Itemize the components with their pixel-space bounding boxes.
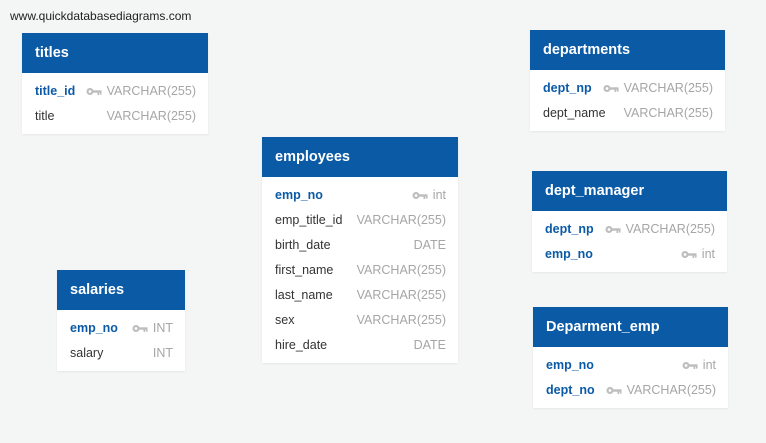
field-row[interactable]: birth_date DATE xyxy=(262,233,458,258)
field-row[interactable]: last_name VARCHAR(255) xyxy=(262,283,458,308)
table-departments[interactable]: departments dept_np VARCHAR(255) dept_na… xyxy=(530,30,725,131)
table-dept-manager[interactable]: dept_manager dept_np VARCHAR(255) emp_no… xyxy=(532,171,727,272)
field-name: salary xyxy=(70,346,104,360)
field-type: int xyxy=(682,353,716,378)
field-type: VARCHAR(255) xyxy=(86,79,196,104)
table-salaries[interactable]: salaries emp_no INT salary INT xyxy=(57,270,185,371)
key-icon xyxy=(603,85,619,92)
field-row[interactable]: emp_no int xyxy=(262,183,458,208)
field-type: VARCHAR(255) xyxy=(605,217,715,242)
field-type: VARCHAR(255) xyxy=(606,378,716,403)
table-header[interactable]: titles xyxy=(22,33,208,73)
field-type-text: VARCHAR(255) xyxy=(623,106,713,120)
table-header[interactable]: departments xyxy=(530,30,725,70)
key-icon xyxy=(605,226,621,233)
table-header[interactable]: dept_manager xyxy=(532,171,727,211)
field-name: emp_no xyxy=(70,321,118,335)
field-type-text: int xyxy=(702,358,716,372)
field-name: emp_no xyxy=(275,188,323,202)
key-icon xyxy=(86,88,102,95)
field-name: emp_no xyxy=(546,358,594,372)
field-row[interactable]: hire_date DATE xyxy=(262,333,458,358)
field-row[interactable]: emp_no int xyxy=(532,242,727,267)
field-type: VARCHAR(255) xyxy=(603,76,713,101)
field-type: INT xyxy=(153,341,173,366)
field-type: DATE xyxy=(414,233,446,258)
field-type: VARCHAR(255) xyxy=(357,258,446,283)
field-name: emp_title_id xyxy=(275,213,343,227)
field-row[interactable]: emp_no int xyxy=(533,353,728,378)
field-type-text: VARCHAR(255) xyxy=(356,213,446,227)
field-row[interactable]: title VARCHAR(255) xyxy=(22,104,208,129)
key-icon xyxy=(132,325,148,332)
field-row[interactable]: dept_np VARCHAR(255) xyxy=(532,217,727,242)
field-name: sex xyxy=(275,313,295,327)
field-type-text: VARCHAR(255) xyxy=(623,81,713,95)
field-type: VARCHAR(255) xyxy=(357,308,446,333)
field-name: dept_np xyxy=(545,222,594,236)
field-type-text: VARCHAR(255) xyxy=(106,109,196,123)
table-employees[interactable]: employees emp_no int emp_title_id VARCHA… xyxy=(262,137,458,363)
field-name: title xyxy=(35,109,55,123)
field-type: VARCHAR(255) xyxy=(107,104,196,129)
field-type-text: int xyxy=(432,188,446,202)
field-name: first_name xyxy=(275,263,334,277)
table-header[interactable]: Deparment_emp xyxy=(533,307,728,347)
field-type-text: DATE xyxy=(413,338,446,352)
field-type: INT xyxy=(132,316,173,341)
table-deparment-emp[interactable]: Deparment_emp emp_no int dept_no VARCHAR… xyxy=(533,307,728,408)
field-row[interactable]: dept_np VARCHAR(255) xyxy=(530,76,725,101)
table-header[interactable]: salaries xyxy=(57,270,185,310)
field-type: VARCHAR(255) xyxy=(624,101,713,126)
key-icon xyxy=(682,362,698,369)
key-icon xyxy=(606,387,622,394)
table-header[interactable]: employees xyxy=(262,137,458,177)
field-type-text: DATE xyxy=(413,238,446,252)
field-name: birth_date xyxy=(275,238,331,252)
field-type-text: VARCHAR(255) xyxy=(356,313,446,327)
field-type: int xyxy=(412,183,446,208)
watermark-link[interactable]: www.quickdatabasediagrams.com xyxy=(10,9,192,23)
field-name: hire_date xyxy=(275,338,328,352)
field-name: dept_no xyxy=(546,383,595,397)
field-type-text: VARCHAR(255) xyxy=(625,222,715,236)
field-type-text: VARCHAR(255) xyxy=(356,263,446,277)
field-type-text: INT xyxy=(152,321,173,335)
field-type: int xyxy=(681,242,715,267)
field-name: last_name xyxy=(275,288,333,302)
key-icon xyxy=(681,251,697,258)
field-type-text: VARCHAR(255) xyxy=(626,383,716,397)
field-type-text: VARCHAR(255) xyxy=(356,288,446,302)
field-type-text: VARCHAR(255) xyxy=(106,84,196,98)
field-type: DATE xyxy=(414,333,446,358)
field-row[interactable]: dept_no VARCHAR(255) xyxy=(533,378,728,403)
field-name: emp_no xyxy=(545,247,593,261)
table-titles[interactable]: titles title_id VARCHAR(255) title VARCH… xyxy=(22,33,208,134)
field-row[interactable]: dept_name VARCHAR(255) xyxy=(530,101,725,126)
key-icon xyxy=(412,192,428,199)
field-type-text: int xyxy=(701,247,715,261)
field-name: dept_name xyxy=(543,106,606,120)
field-type-text: INT xyxy=(152,346,173,360)
field-row[interactable]: emp_title_id VARCHAR(255) xyxy=(262,208,458,233)
field-type: VARCHAR(255) xyxy=(357,283,446,308)
field-type: VARCHAR(255) xyxy=(357,208,446,233)
field-row[interactable]: title_id VARCHAR(255) xyxy=(22,79,208,104)
field-row[interactable]: first_name VARCHAR(255) xyxy=(262,258,458,283)
field-row[interactable]: salary INT xyxy=(57,341,185,366)
field-row[interactable]: sex VARCHAR(255) xyxy=(262,308,458,333)
field-name: title_id xyxy=(35,84,76,98)
field-row[interactable]: emp_no INT xyxy=(57,316,185,341)
field-name: dept_np xyxy=(543,81,592,95)
